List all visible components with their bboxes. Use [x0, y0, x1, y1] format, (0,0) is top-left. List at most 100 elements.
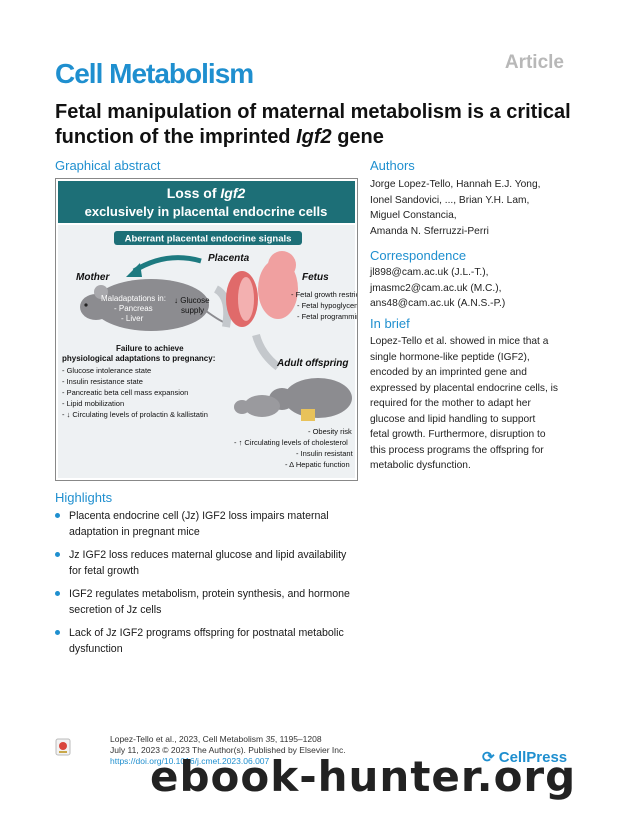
cellpress-icon: ⟳	[482, 749, 499, 766]
in-brief-line: single hormone-like peptide (IGF2),	[370, 351, 530, 363]
highlight-item: Lack of Jz IGF2 programs offspring for p…	[55, 625, 365, 657]
offspring-item: - Insulin resistant	[296, 449, 354, 458]
offspring-item: - Δ Hepatic function	[285, 460, 350, 469]
placenta-inner-icon	[238, 277, 254, 321]
offspring-mouse-small-icon	[244, 395, 280, 417]
highlight-line: for fetal growth	[69, 565, 140, 577]
mother-label: Mother	[76, 272, 110, 283]
signals-pill	[114, 231, 302, 245]
title-part1: Fetal manipulation of maternal metabolis…	[55, 101, 571, 148]
offspring-arrow	[252, 333, 281, 371]
citation-line: Lopez-Tello et al., 2023, Cell Metabolis…	[110, 734, 410, 745]
banner-line2: exclusively in placental endocrine cells	[85, 204, 328, 219]
highlight-line: dysfunction	[69, 643, 123, 655]
signals-label: Aberrant placental endocrine signals	[125, 234, 292, 245]
graphical-abstract-heading: Graphical abstract	[55, 158, 161, 173]
offspring-item: - Obesity risk	[308, 427, 352, 436]
citation-pages: , 1195–1208	[274, 734, 322, 744]
failure-item: - Glucose intolerance state	[62, 366, 151, 375]
signal-arrowhead	[126, 263, 142, 277]
title-part2: gene	[331, 126, 384, 148]
citation-prefix: Lopez-Tello et al., 2023, Cell Metabolis…	[110, 734, 266, 744]
watermark: ebook-hunter.org	[150, 752, 577, 801]
citation-volume: 35	[265, 734, 275, 744]
author-line: Miguel Constancia,	[370, 210, 457, 221]
author-line: Jorge Lopez-Tello, Hannah E.J. Yong,	[370, 179, 541, 190]
mother-mouse-head-icon	[80, 294, 112, 320]
check-updates-svg	[55, 738, 71, 756]
figure-background	[58, 225, 355, 478]
highlight-item: Placenta endocrine cell (Jz) IGF2 loss i…	[55, 508, 365, 540]
highlights-heading: Highlights	[55, 490, 113, 505]
bullet-icon	[55, 591, 60, 596]
failure-item: - Pancreatic beta cell mass expansion	[62, 388, 188, 397]
authors-list: Jorge Lopez-Tello, Hannah E.J. Yong, Ion…	[370, 177, 590, 239]
mother-mouse-icon	[93, 279, 209, 331]
correspondence-heading: Correspondence	[370, 248, 467, 263]
in-brief-line: required for the mother to adapt her	[370, 398, 531, 409]
highlight-item: IGF2 regulates metabolism, protein synth…	[55, 586, 365, 618]
highlights-list: Placenta endocrine cell (Jz) IGF2 loss i…	[55, 508, 365, 664]
highlight-line: adaptation in pregnant mice	[69, 526, 200, 538]
failure-item: - ↓ Circulating levels of prolactin & ka…	[62, 410, 208, 419]
fetal-item: - Fetal hypoglycemia	[297, 301, 357, 310]
highlight-line: IGF2 regulates metabolism, protein synth…	[69, 588, 350, 600]
mother-mouse-ear-icon	[94, 285, 108, 299]
in-brief-line: Lopez-Tello et al. showed in mice that a	[370, 336, 549, 347]
author-line: Amanda N. Sferruzzi-Perri	[370, 225, 489, 237]
mother-mouse-eye-icon	[84, 303, 88, 307]
maladapt-title: Maladaptations in:	[101, 294, 166, 303]
failure-subtitle: physiological adaptations to pregnancy:	[62, 354, 215, 363]
highlight-item: Jz IGF2 loss reduces maternal glucose an…	[55, 547, 365, 579]
title-gene: Igf2	[296, 126, 332, 148]
fetus-label: Fetus	[302, 272, 329, 283]
bullet-icon	[55, 513, 60, 518]
highlight-line: secretion of Jz cells	[69, 604, 162, 616]
graphical-abstract: Loss of Igf2 exclusively in placental en…	[55, 178, 358, 481]
highlight-line: Placenta endocrine cell (Jz) IGF2 loss i…	[69, 510, 329, 522]
in-brief-line: glucose and lipid handling to support	[370, 413, 536, 425]
failure-item: - Lipid mobilization	[62, 399, 124, 408]
offspring-mouse-small-head-icon	[234, 400, 250, 414]
in-brief-line: encoded by an imprinted gene and	[370, 367, 527, 378]
correspondence-email[interactable]: jl898@cam.ac.uk (J.L.-T.),	[370, 267, 489, 278]
fetal-item: - Fetal growth restriction	[291, 290, 357, 299]
highlight-line: Jz IGF2 loss reduces maternal glucose an…	[69, 549, 347, 561]
correspondence-list: jl898@cam.ac.uk (J.L.-T.), jmasmc2@cam.a…	[370, 265, 590, 312]
offspring-mouse-large-icon	[284, 378, 352, 418]
maladapt-item: - Pancreas	[114, 304, 153, 313]
offspring-item: - ↑ Circulating levels of cholesterol	[234, 438, 348, 447]
highlight-line: Lack of Jz IGF2 programs offspring for p…	[69, 627, 344, 639]
journal-name: Cell Metabolism	[55, 58, 254, 89]
bullet-icon	[55, 630, 60, 635]
in-brief-text: Lopez-Tello et al. showed in mice that a…	[370, 334, 590, 474]
fetus-head-icon	[268, 251, 296, 279]
in-brief-line: metabolic dysfunction.	[370, 460, 471, 471]
correspondence-email[interactable]: ans48@cam.ac.uk (A.N.S.-P.)	[370, 298, 506, 309]
banner-background	[58, 181, 355, 223]
in-brief-line: expressed by placental endocrine cells, …	[370, 382, 559, 394]
check-updates-icon[interactable]	[55, 738, 71, 756]
adult-offspring-label: Adult offspring	[276, 358, 348, 369]
maladapt-item: - Liver	[121, 314, 144, 323]
doi-link[interactable]: https://doi.org/10.1016/j.cmet.2023.06.0…	[110, 756, 270, 766]
bullet-icon	[55, 552, 60, 557]
cellpress-text: CellPress	[498, 749, 568, 766]
in-brief-heading: In brief	[370, 316, 410, 331]
citation-block: Lopez-Tello et al., 2023, Cell Metabolis…	[110, 734, 410, 767]
placenta-label: Placenta	[208, 253, 250, 264]
cellpress-logo: ⟳ CellPress	[482, 748, 567, 766]
glucose-supply-line1: ↓ Glucose	[174, 296, 210, 305]
graphical-abstract-figure: Loss of Igf2 exclusively in placental en…	[58, 181, 357, 478]
glucose-supply-line2: supply	[181, 306, 204, 315]
food-icon	[301, 409, 315, 421]
failure-title: Failure to achieve	[116, 344, 184, 353]
article-label: Article	[504, 52, 564, 73]
failure-item: - Insulin resistance state	[62, 377, 143, 386]
date-line: July 11, 2023 © 2023 The Author(s). Publ…	[110, 745, 346, 755]
in-brief-line: this process programs the offspring for	[370, 444, 544, 456]
authors-heading: Authors	[370, 158, 415, 173]
banner-line1: Loss of Igf2	[167, 185, 246, 201]
fetal-item: - Fetal programming	[297, 312, 357, 321]
correspondence-email[interactable]: jmasmc2@cam.ac.uk (M.C.),	[370, 282, 502, 294]
